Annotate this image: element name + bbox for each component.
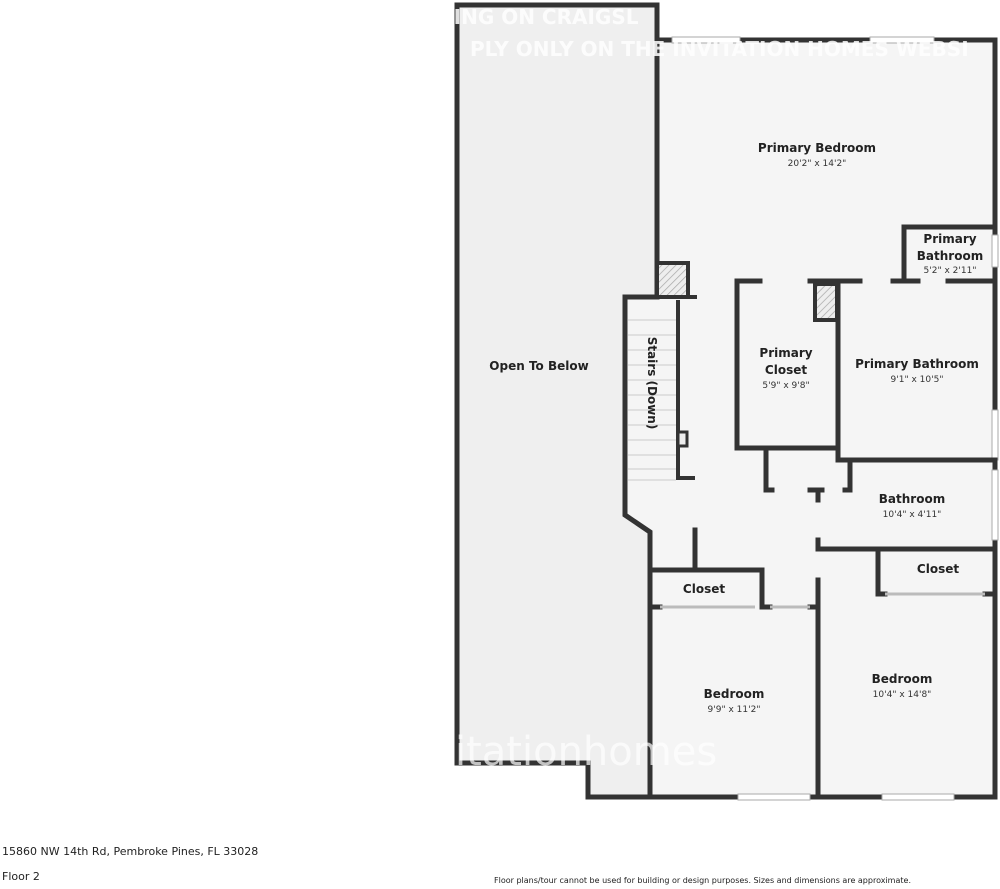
room-label: Bathroom: [917, 249, 983, 263]
stairs-label: Stairs (Down): [645, 337, 659, 430]
watermark-text: PLY ONLY ON THE INVITATION HOMES WEBSI: [470, 37, 969, 61]
room-label: Bedroom: [872, 672, 933, 686]
room-label: Primary Bathroom: [855, 357, 979, 371]
room-dimensions: 5'9" x 9'8": [762, 381, 809, 391]
room-label: Closet: [765, 363, 807, 377]
room-label: Primary: [923, 232, 976, 246]
room-label: Primary Bedroom: [758, 141, 876, 155]
chase: [813, 282, 839, 322]
window: [869, 36, 935, 44]
room-dimensions: 9'9" x 11'2": [708, 705, 761, 715]
window: [881, 793, 955, 801]
room-label: Closet: [683, 582, 725, 596]
wall: [875, 546, 888, 597]
window: [671, 36, 741, 44]
wall: [901, 224, 998, 284]
window: [991, 409, 999, 461]
interior-wall: [622, 37, 660, 800]
room-label: Closet: [917, 562, 959, 576]
stair-wall: [676, 300, 695, 480]
disclaimer: Floor plans/tour cannot be used for buil…: [494, 876, 911, 885]
address: 15860 NW 14th Rd, Pembroke Pines, FL 330…: [2, 845, 259, 858]
watermark-text: TING ON CRAIGSL: [440, 5, 639, 29]
exterior-wall: [454, 2, 998, 800]
window: [737, 793, 811, 801]
room-dimensions: 5'2" x 2'11": [924, 266, 977, 276]
wall: [835, 278, 998, 463]
wall: [842, 457, 853, 493]
open-to-below-area: [457, 5, 657, 797]
wall: [647, 567, 773, 610]
room-dimensions: 10'4" x 14'8": [873, 690, 932, 700]
room-dimensions: 20'2" x 14'2": [788, 159, 847, 169]
closet-wall: [734, 278, 841, 451]
wall: [815, 537, 998, 552]
window: [991, 234, 999, 268]
room-label: Primary: [759, 346, 812, 360]
room-label: Open To Below: [489, 359, 588, 373]
wall: [763, 445, 775, 493]
stair-treads: [628, 319, 676, 481]
watermark-logo: itationhomes: [455, 729, 717, 775]
room-dimensions: 10'4" x 4'11": [883, 510, 942, 520]
room-dimensions: 9'1" x 10'5": [891, 375, 944, 385]
column: [676, 430, 689, 448]
window: [991, 469, 999, 541]
floor-label: Floor 2: [2, 870, 40, 883]
room-label: Bedroom: [704, 687, 765, 701]
room-label: Bathroom: [879, 492, 945, 506]
chimney-chase: [655, 261, 690, 299]
